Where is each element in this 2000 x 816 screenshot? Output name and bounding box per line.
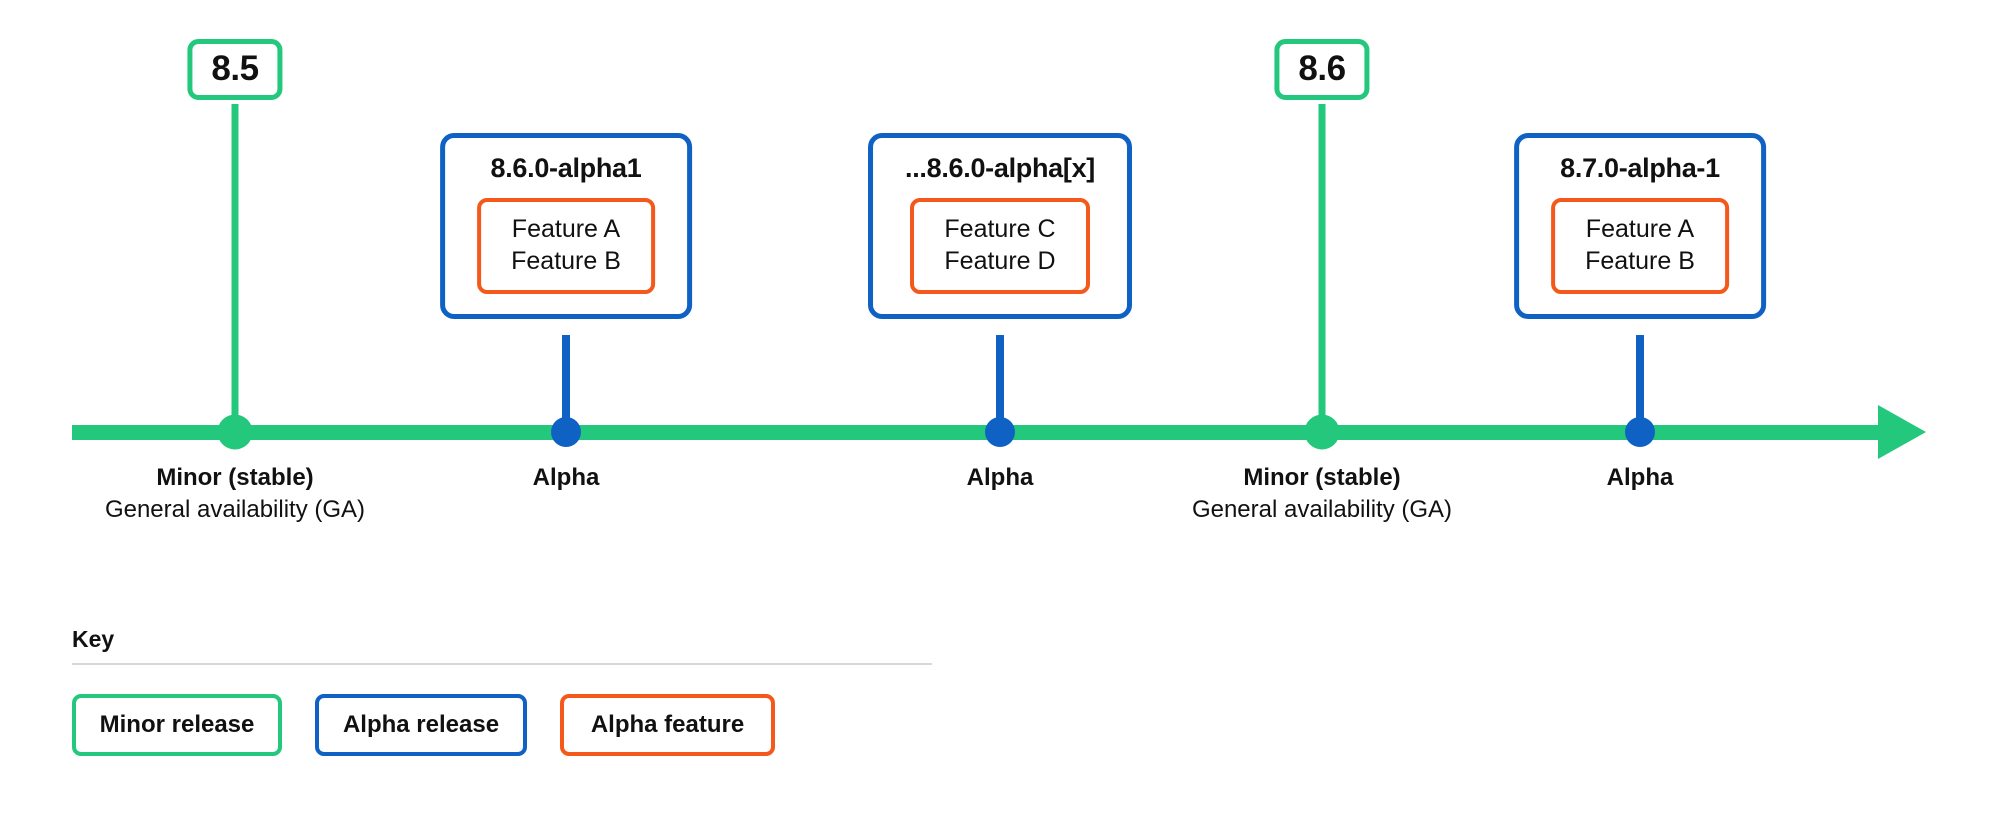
- minor-release-badge[interactable]: 8.6: [1274, 39, 1370, 100]
- alpha-feature-box[interactable]: Feature C Feature D: [910, 197, 1090, 294]
- alpha-release-stem: [1636, 335, 1644, 432]
- alpha-release-stem: [562, 335, 570, 432]
- caption-secondary: General availability (GA): [104, 496, 366, 524]
- alpha-release-box[interactable]: ...8.6.0-alpha[x] Feature C Feature D: [868, 133, 1132, 319]
- alpha-feature-item: Feature C: [944, 214, 1056, 243]
- alpha-release-caption: Alpha: [1607, 462, 1674, 494]
- alpha-release-title: 8.7.0-alpha-1: [1560, 153, 1720, 183]
- minor-release-badge[interactable]: 8.5: [187, 39, 283, 100]
- caption-secondary: General availability (GA): [1191, 496, 1453, 524]
- minor-release-dot[interactable]: [217, 414, 253, 450]
- alpha-release-dot[interactable]: [1625, 417, 1655, 447]
- alpha-release-stem: [996, 335, 1004, 432]
- minor-release-dot[interactable]: [1304, 414, 1340, 450]
- alpha-release-caption: Alpha: [967, 462, 1034, 494]
- alpha-feature-item: Feature B: [1585, 246, 1695, 275]
- arrow-right-icon: [1878, 405, 1926, 459]
- alpha-release-dot[interactable]: [985, 417, 1015, 447]
- timeline-axis: [72, 425, 1890, 440]
- key-title: Key: [72, 626, 115, 652]
- alpha-feature-item: Feature A: [1585, 214, 1695, 243]
- key-item-alpha-release[interactable]: Alpha release: [315, 693, 527, 756]
- alpha-feature-box[interactable]: Feature A Feature B: [477, 197, 655, 294]
- minor-release-caption: Minor (stable) General availability (GA): [105, 462, 365, 527]
- alpha-feature-item: Feature A: [511, 214, 621, 243]
- alpha-release-title: ...8.6.0-alpha[x]: [905, 153, 1095, 183]
- minor-release-stem: [231, 104, 239, 432]
- alpha-release-caption: Alpha: [533, 462, 600, 494]
- key-item-label: Minor release: [99, 710, 255, 738]
- minor-release-caption: Minor (stable) General availability (GA): [1192, 462, 1452, 527]
- alpha-release-box[interactable]: 8.7.0-alpha-1 Feature A Feature B: [1514, 133, 1766, 319]
- key-item-minor-release[interactable]: Minor release: [72, 693, 282, 756]
- key-item-label: Alpha release: [342, 710, 500, 738]
- alpha-feature-box[interactable]: Feature A Feature B: [1551, 197, 1729, 294]
- alpha-release-title: 8.6.0-alpha1: [490, 153, 642, 183]
- key-item-list: Minor release Alpha release Alpha featur…: [72, 693, 932, 756]
- caption-primary: Alpha: [966, 464, 1034, 491]
- key-legend: Key Minor release Alpha release Alpha fe…: [72, 626, 932, 756]
- alpha-release-dot[interactable]: [551, 417, 581, 447]
- minor-release-stem: [1318, 104, 1326, 432]
- key-divider: [72, 662, 932, 665]
- alpha-release-box[interactable]: 8.6.0-alpha1 Feature A Feature B: [440, 133, 692, 319]
- alpha-feature-item: Feature D: [944, 246, 1056, 275]
- caption-primary: Alpha: [532, 464, 600, 491]
- key-item-label: Alpha feature: [590, 710, 745, 738]
- caption-primary: Minor (stable): [1243, 464, 1401, 491]
- caption-primary: Alpha: [1606, 464, 1674, 491]
- alpha-feature-item: Feature B: [511, 246, 621, 275]
- key-item-alpha-feature[interactable]: Alpha feature: [560, 693, 775, 756]
- caption-primary: Minor (stable): [156, 464, 314, 491]
